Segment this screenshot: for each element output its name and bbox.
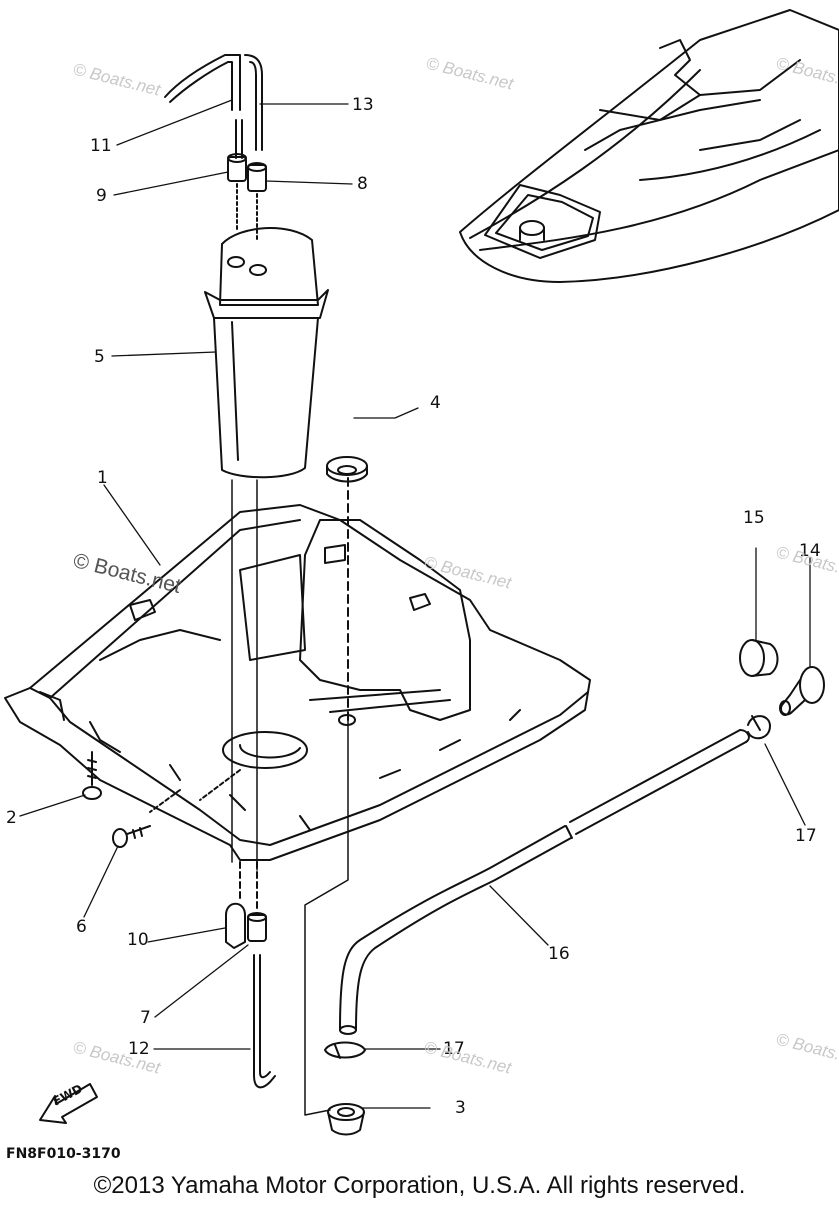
fitting-8-9	[227, 153, 267, 241]
drain-plug-3	[327, 1103, 365, 1136]
callout-9: 9	[96, 186, 107, 206]
callout-8: 8	[357, 174, 368, 194]
callout-15: 15	[743, 508, 765, 528]
fitting-10-7	[225, 902, 267, 949]
callout-3: 3	[455, 1098, 466, 1118]
callout-13: 13	[352, 95, 374, 115]
watercraft-inset-illustration	[459, 9, 839, 283]
callout-5: 5	[94, 347, 105, 367]
container-5	[204, 227, 329, 479]
tray-1	[4, 504, 591, 911]
callout-14: 14	[799, 541, 821, 561]
callout-17-right: 17	[795, 826, 817, 846]
callout-2: 2	[6, 808, 17, 828]
cap-15	[739, 639, 779, 677]
clamp-17-bottom	[324, 1041, 366, 1059]
copyright-notice: ©2013 Yamaha Motor Corporation, U.S.A. A…	[93, 1172, 746, 1199]
callout-12: 12	[128, 1039, 150, 1059]
hose-16	[339, 729, 750, 1035]
fitting-14	[779, 666, 825, 716]
callout-1: 1	[97, 468, 108, 488]
callout-7: 7	[140, 1008, 151, 1028]
leader-lines	[19, 99, 811, 1109]
callout-4: 4	[430, 393, 441, 413]
grommet-4	[326, 456, 368, 721]
assembly-guide-lines	[231, 479, 349, 1116]
callout-10: 10	[127, 930, 149, 950]
screw-6	[112, 825, 151, 848]
fwd-arrow-icon	[39, 1083, 98, 1124]
clamp-17-right	[747, 715, 771, 740]
callout-6: 6	[76, 917, 87, 937]
callout-17-bottom: 17	[443, 1039, 465, 1059]
diagram-code: FN8F010-3170	[6, 1146, 121, 1162]
screw-2	[82, 751, 102, 800]
callout-16: 16	[548, 944, 570, 964]
callout-11: 11	[90, 136, 112, 156]
breather-hoses-top	[164, 54, 263, 159]
hose-12	[253, 954, 276, 1089]
